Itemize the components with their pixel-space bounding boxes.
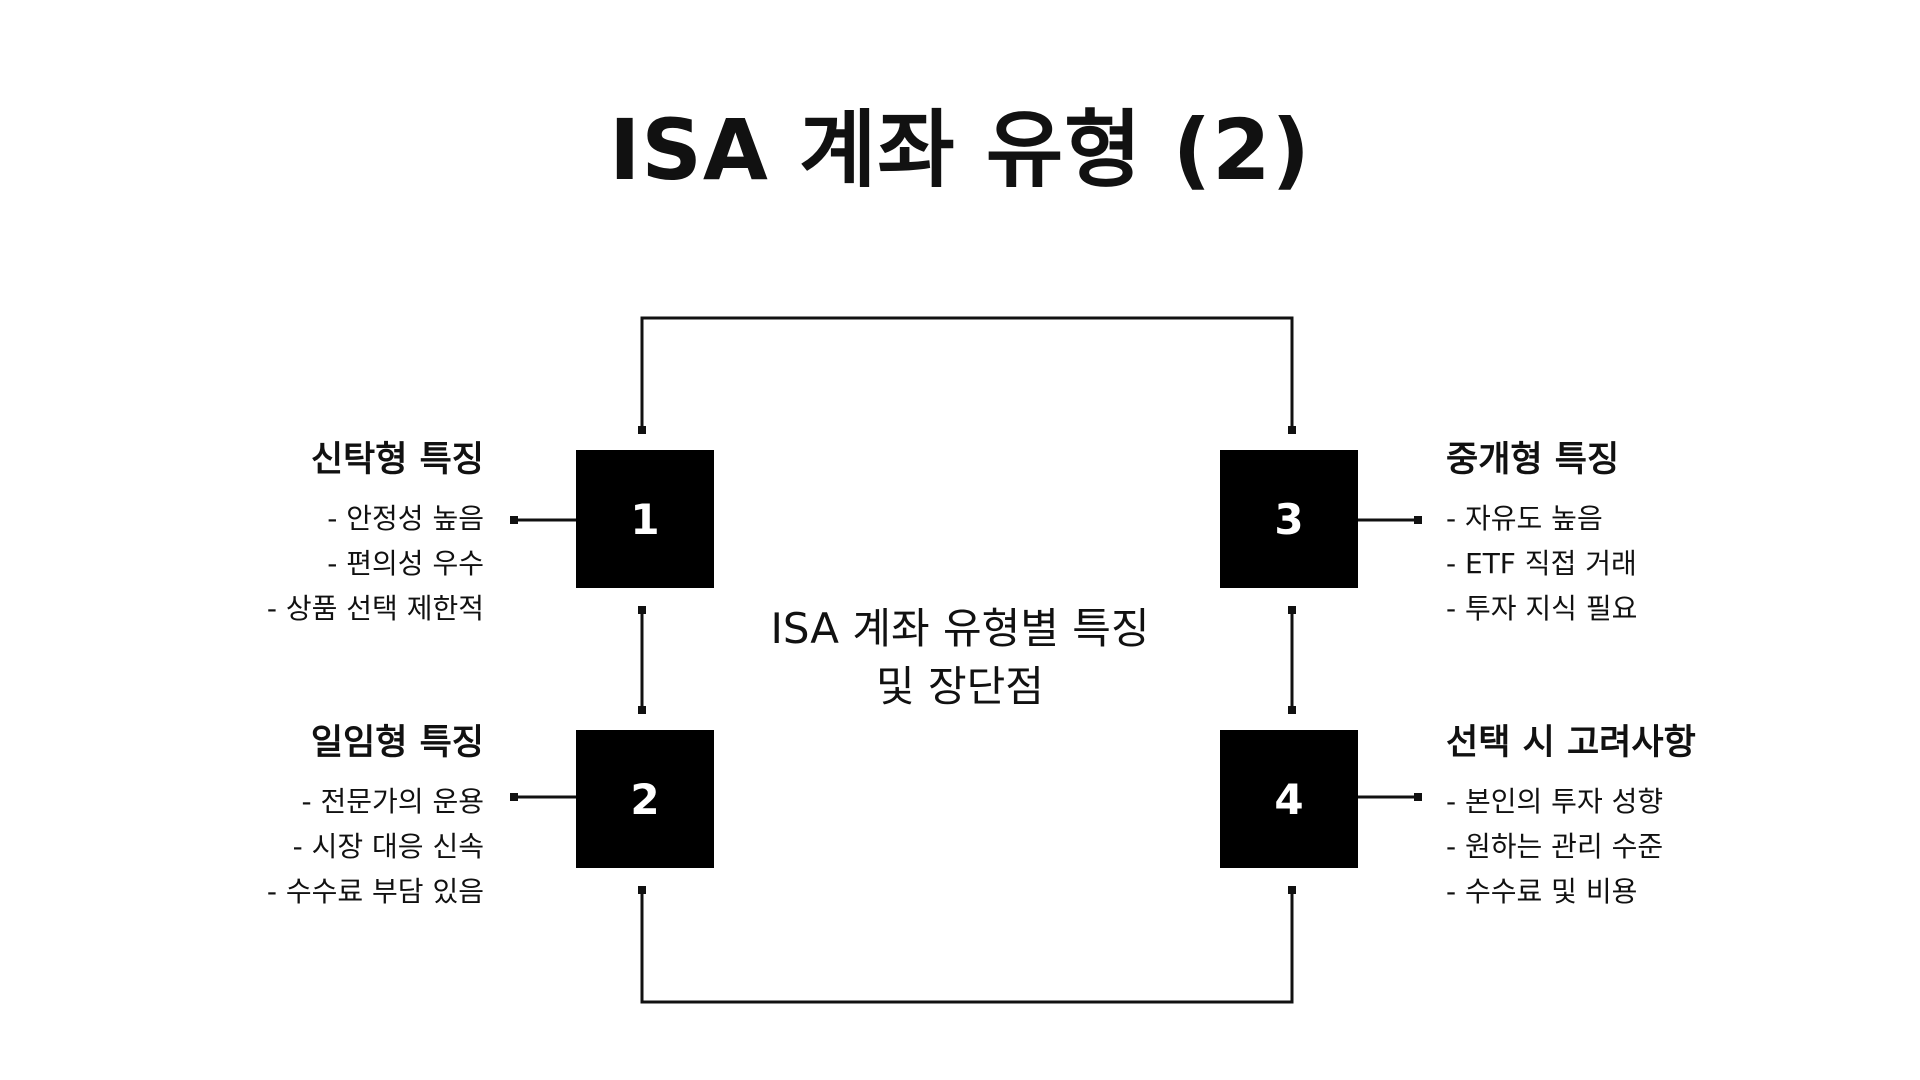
selection-considerations-group: 선택 시 고려사항 - 본인의 투자 성향 - 원하는 관리 수준 - 수수료 … <box>1446 721 1746 914</box>
connector-endpoint <box>1414 793 1422 801</box>
center-caption-line2: 및 장단점 <box>876 662 1044 711</box>
brokerage-type-group: 중개형 특징 - 자유도 높음 - ETF 직접 거래 - 투자 지식 필요 <box>1446 438 1746 631</box>
selection-considerations-item: - 수수료 및 비용 <box>1446 875 1638 908</box>
step-box-1: 1 <box>576 450 714 588</box>
trust-type-item: - 상품 선택 제한적 <box>266 592 484 625</box>
connector-endpoint <box>1288 886 1296 894</box>
connector-endpoint <box>1414 516 1422 524</box>
step-box-4: 4 <box>1220 730 1358 868</box>
bottom-loop-connector <box>640 890 1294 1004</box>
top-loop-connector <box>640 316 1294 430</box>
step-box-3: 3 <box>1220 450 1358 588</box>
connector-endpoint <box>638 706 646 714</box>
step-box-2: 2 <box>576 730 714 868</box>
brokerage-type-item: - 자유도 높음 <box>1446 502 1603 535</box>
connector-endpoint <box>1288 606 1296 614</box>
selection-considerations-title: 선택 시 고려사항 <box>1446 723 1696 763</box>
brokerage-type-item: - 투자 지식 필요 <box>1446 592 1638 625</box>
discretionary-type-group: 일임형 특징 - 전문가의 운용 - 시장 대응 신속 - 수수료 부담 있음 <box>184 721 484 914</box>
brokerage-type-item: - ETF 직접 거래 <box>1446 547 1637 580</box>
discretionary-type-item: - 전문가의 운용 <box>301 785 484 818</box>
page-title: ISA 계좌 유형 (2) <box>609 101 1311 199</box>
connector-endpoint <box>1288 426 1296 434</box>
trust-type-group: 신탁형 특징 - 안정성 높음 - 편의성 우수 - 상품 선택 제한적 <box>184 438 484 631</box>
trust-type-title: 신탁형 특징 <box>310 440 484 480</box>
connector-endpoint <box>510 516 518 524</box>
connector-endpoint <box>638 886 646 894</box>
center-caption: ISA 계좌 유형별 특징 및 장단점 <box>720 600 1200 716</box>
connector-endpoint <box>1288 706 1296 714</box>
connector-endpoint <box>510 793 518 801</box>
center-caption-line1: ISA 계좌 유형별 특징 <box>770 604 1150 653</box>
selection-considerations-item: - 본인의 투자 성향 <box>1446 785 1664 818</box>
trust-type-item: - 편의성 우수 <box>327 547 484 580</box>
connector-endpoint <box>638 426 646 434</box>
discretionary-type-item: - 시장 대응 신속 <box>292 830 484 863</box>
discretionary-type-item: - 수수료 부담 있음 <box>266 875 484 908</box>
connector-endpoint <box>638 606 646 614</box>
brokerage-type-title: 중개형 특징 <box>1446 440 1620 480</box>
selection-considerations-item: - 원하는 관리 수준 <box>1446 830 1664 863</box>
discretionary-type-title: 일임형 특징 <box>310 723 484 763</box>
trust-type-item: - 안정성 높음 <box>327 502 484 535</box>
